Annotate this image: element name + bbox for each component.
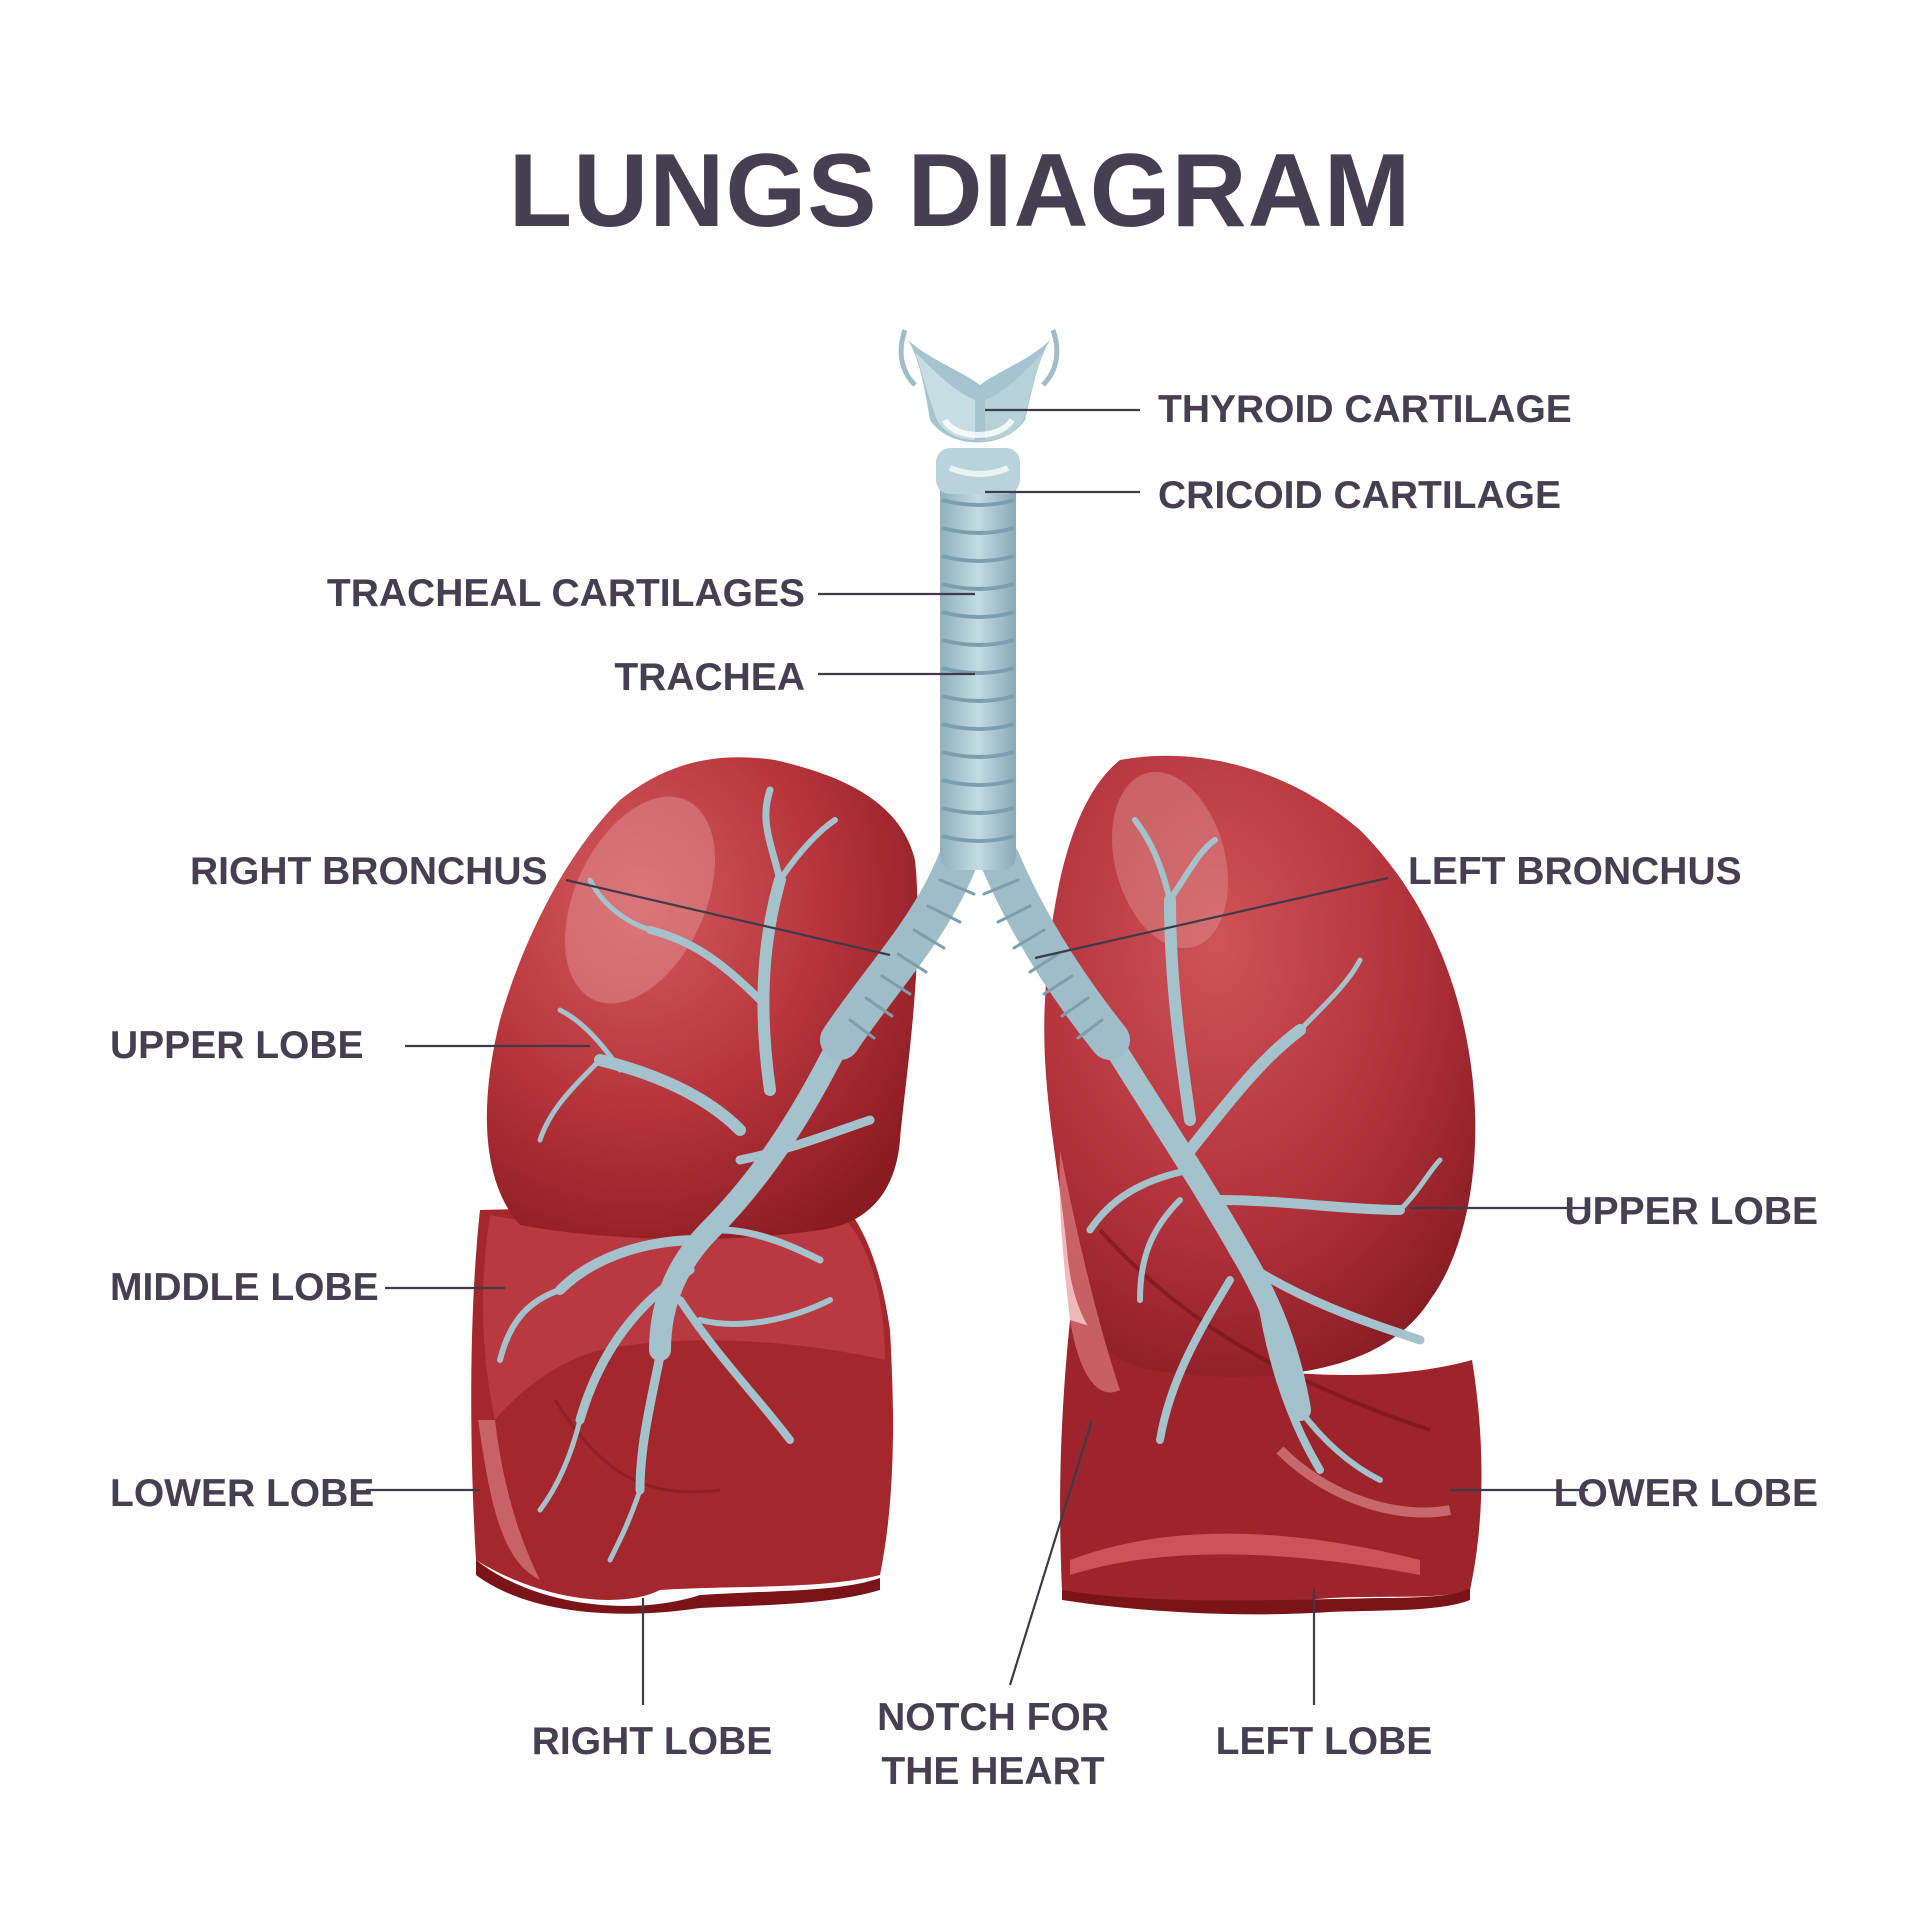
label-tracheal-cartilages: TRACHEAL CARTILAGES [327, 572, 805, 615]
label-right-lobe: RIGHT LOBE [532, 1720, 773, 1763]
label-left-lobe: LEFT LOBE [1216, 1720, 1433, 1763]
label-left-lower-lobe: LOWER LOBE [1554, 1472, 1818, 1515]
label-thyroid-cartilage: THYROID CARTILAGE [1158, 388, 1572, 431]
label-middle-lobe: MIDDLE LOBE [110, 1266, 379, 1309]
left-lung-base-shape [1060, 1320, 1482, 1605]
leader-lines [366, 408, 1590, 1705]
thyroid-cartilage-shape [898, 329, 1060, 443]
right-upper-lobe-shape [486, 757, 918, 1240]
label-right-bronchus: RIGHT BRONCHUS [190, 850, 548, 893]
label-cricoid-cartilage: CRICOID CARTILAGE [1158, 474, 1561, 517]
page-title: LUNGS DIAGRAM [509, 133, 1412, 249]
label-trachea: TRACHEA [614, 656, 805, 699]
right-bronchus-tube [820, 840, 978, 1060]
label-notch-line1: NOTCH FOR [877, 1696, 1109, 1739]
label-right-upper-lobe: UPPER LOBE [110, 1024, 364, 1067]
label-left-upper-lobe: UPPER LOBE [1564, 1190, 1818, 1233]
label-left-bronchus: LEFT BRONCHUS [1408, 850, 1742, 893]
trachea-tube [936, 448, 1020, 870]
airway-tree [497, 786, 1443, 1563]
label-notch-line2: THE HEART [881, 1750, 1104, 1793]
label-right-lower-lobe: LOWER LOBE [110, 1472, 374, 1515]
labels: THYROID CARTILAGE CRICOID CARTILAGE TRAC… [110, 388, 1818, 1793]
